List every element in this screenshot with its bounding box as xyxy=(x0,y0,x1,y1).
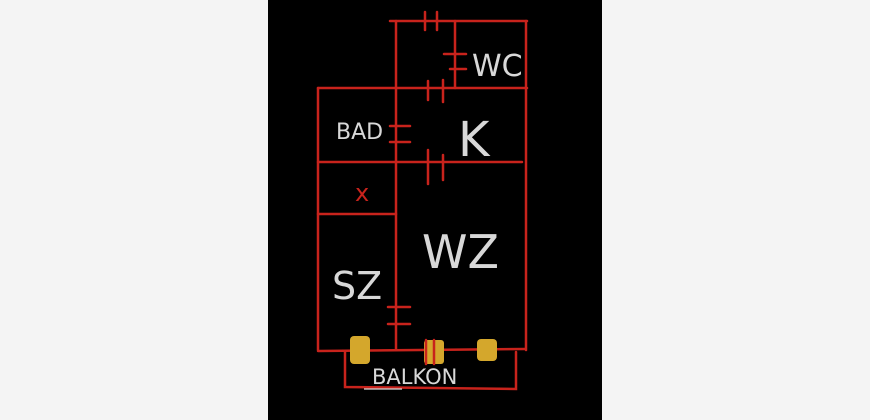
windows xyxy=(350,336,497,366)
room-label-wohnzimmer: WZ xyxy=(422,225,499,279)
window-left xyxy=(350,336,370,364)
room-label-balkon: BALKON xyxy=(372,365,457,389)
balcony-outline xyxy=(343,350,518,391)
floor-plan-canvas: WC BAD K WZ SZ BALKON x xyxy=(268,0,602,420)
marker-x: x xyxy=(355,179,369,207)
window-right xyxy=(477,339,497,361)
doors xyxy=(386,10,468,326)
room-label-schlafzimmer: SZ xyxy=(332,264,382,308)
floor-plan: WC BAD K WZ SZ BALKON x xyxy=(316,10,529,391)
walls xyxy=(316,19,529,353)
room-label-bad: BAD xyxy=(336,120,383,145)
room-label-wc: WC xyxy=(472,49,523,84)
room-label-kitchen: K xyxy=(458,112,491,168)
